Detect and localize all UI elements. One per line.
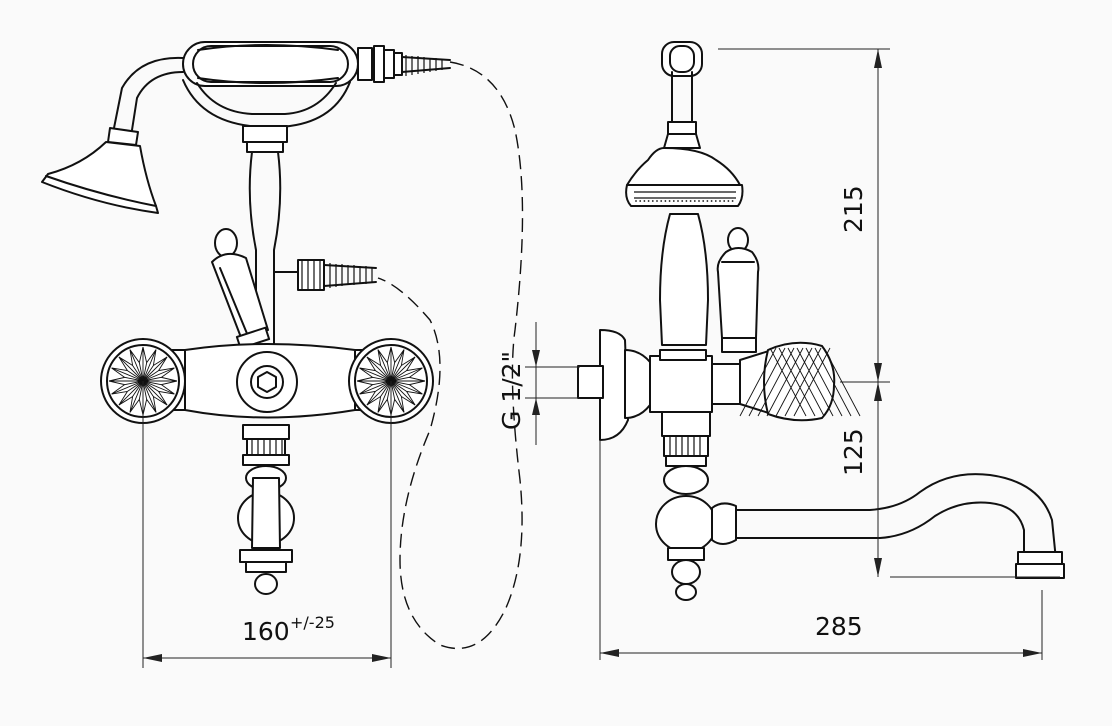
side-top-hook: [661, 41, 703, 135]
height-upper-label: 215: [839, 185, 868, 233]
dimension-width: 160 +/-25: [142, 381, 392, 668]
cradle-stem: [182, 79, 351, 128]
side-shower-head: [625, 133, 744, 207]
width-tolerance: +/-25: [290, 613, 335, 632]
side-body: [577, 329, 773, 441]
handset-handle: [182, 41, 451, 87]
dimension-depth: 285: [599, 440, 1043, 660]
side-crystal-knob-icon: [739, 341, 861, 422]
shower-arm: [113, 56, 184, 129]
side-long-spout: [711, 473, 1065, 579]
side-view: G 1/2" 215 125 285: [497, 41, 1065, 660]
side-hose-connector: [273, 259, 377, 291]
mixer-body: [141, 343, 404, 419]
dimension-thread: G 1/2": [497, 322, 580, 445]
side-spout-column: [655, 411, 717, 601]
front-view: 160 +/-25: [41, 41, 524, 668]
front-spout: [237, 424, 295, 595]
shower-head: [41, 127, 159, 214]
height-lower-label: 125: [839, 428, 868, 476]
diverter-lever: [211, 228, 271, 350]
width-label: 160: [242, 617, 290, 646]
thread-label: G 1/2": [497, 351, 526, 430]
dimension-heights: 215 125: [718, 48, 1060, 578]
depth-label: 285: [815, 612, 863, 641]
side-lever: [716, 227, 760, 353]
side-riser: [659, 213, 709, 346]
hose-dashed: [377, 61, 524, 650]
